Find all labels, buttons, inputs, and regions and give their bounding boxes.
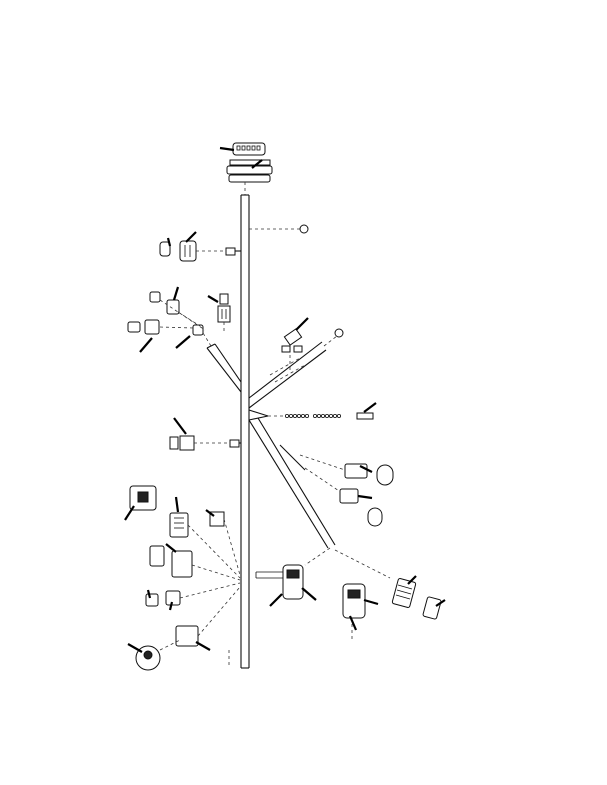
pointer-arrows bbox=[124, 146, 446, 653]
right-upper-branch bbox=[248, 328, 344, 409]
lower-left-connector-cluster bbox=[129, 485, 225, 671]
left-mid-connector bbox=[169, 435, 241, 451]
left-diagonal-branch bbox=[202, 332, 242, 393]
top-round-connector bbox=[226, 142, 273, 195]
vertical-plug-connector bbox=[217, 293, 231, 334]
right-lower-diagonal-branch bbox=[248, 417, 394, 579]
top-right-terminal bbox=[249, 224, 309, 234]
upper-left-connector-pair bbox=[159, 240, 241, 262]
center-large-connector bbox=[255, 564, 304, 600]
harness-trunk bbox=[240, 194, 250, 669]
right-large-connector bbox=[342, 583, 366, 640]
lower-left-leads bbox=[159, 518, 241, 665]
left-small-connectors bbox=[127, 291, 206, 336]
right-sensor-lead bbox=[248, 409, 374, 421]
far-right-connectors bbox=[391, 578, 442, 620]
